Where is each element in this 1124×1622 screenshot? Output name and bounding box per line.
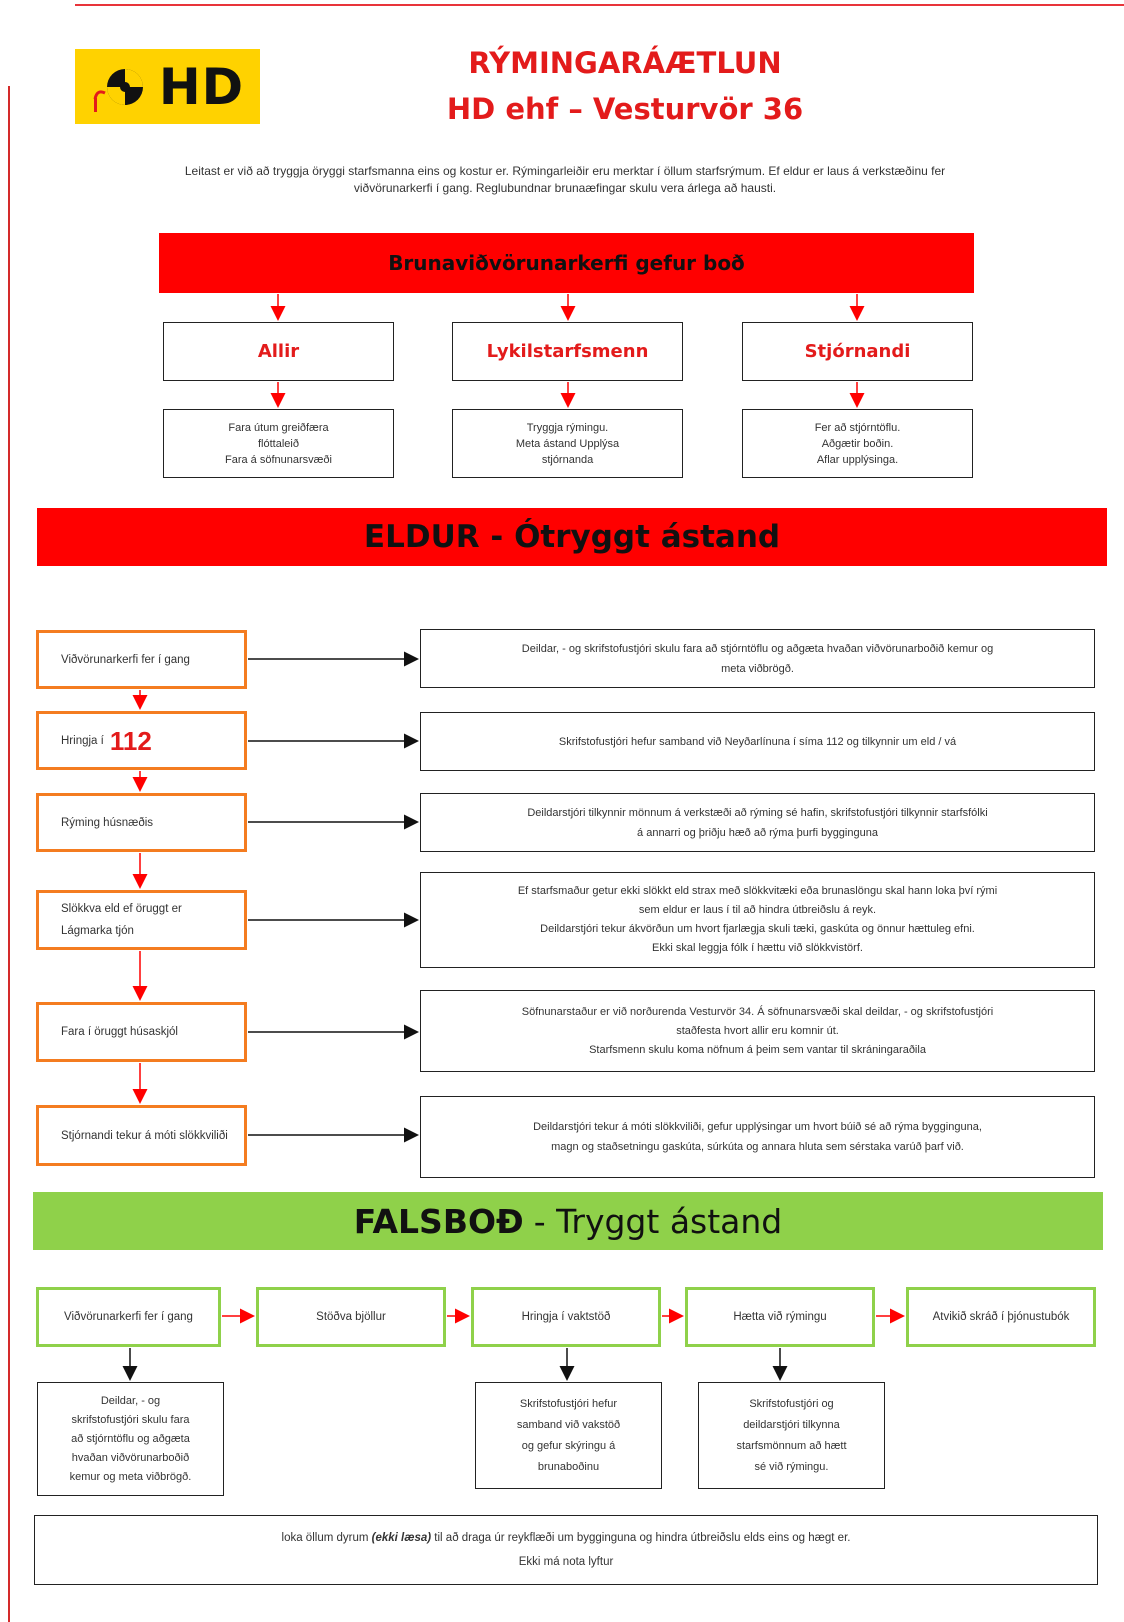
detail-line: Söfnunarstaður er við norðurenda Vesturv… (521, 1005, 994, 1018)
fire-step-label: Hringja í (61, 734, 104, 747)
task-line: Aðgætir boðin. (821, 437, 894, 450)
role-tasks-allir: Fara útum greiðfæra flóttaleið Fara á sö… (163, 409, 394, 478)
alarm-banner: Brunaviðvörunarkerfi gefur boð (159, 233, 974, 293)
logo-mark-icon (93, 68, 143, 112)
false-detail-1: Deildar, - og skrifstofustjóri skulu far… (37, 1382, 224, 1496)
fire-detail-6: Deildarstjóri tekur á móti slökkviliði, … (420, 1096, 1095, 1178)
detail-line: brunaboðinu (537, 1460, 600, 1473)
false-step-5: Atvikið skráð í þjónustubók (906, 1287, 1096, 1347)
task-line: Meta ástand Upplýsa (515, 437, 620, 450)
role-box-stjornandi: Stjórnandi (742, 322, 973, 381)
detail-line: Deildar, - og skrifstofustjóri skulu far… (521, 642, 994, 655)
false-step-2: Stöðva bjöllur (256, 1287, 446, 1347)
logo-text: HD (158, 57, 245, 116)
detail-line: magn og staðsetningu gaskúta, súrkúta og… (551, 1141, 964, 1153)
detail-line: á annarri og þriðju hæð að rýma þurfi by… (637, 826, 878, 839)
task-line: Fara á söfnunarsvæði (225, 453, 332, 466)
false-alarm-banner: FALSBOÐ - Tryggt ástand (33, 1192, 1103, 1250)
fire-step-6: Stjórnandi tekur á móti slökkviliði (36, 1105, 247, 1166)
detail-line: Ekki skal leggja fólk í hættu við slökkv… (652, 942, 863, 954)
fire-step-5: Fara í öruggt húsaskjól (36, 1002, 247, 1062)
detail-line: samband við vakstöð (516, 1418, 621, 1431)
false-step-1: Viðvörunarkerfi fer í gang (36, 1287, 221, 1347)
detail-line: og gefur skýringu á (521, 1439, 616, 1452)
fire-step-3: Rýming húsnæðis (36, 793, 247, 852)
role-tasks-stjornandi: Fer að stjórntöflu. Aðgætir boðin. Aflar… (742, 409, 973, 478)
left-rule (8, 86, 10, 1622)
fire-detail-5: Söfnunarstaður er við norðurenda Vesturv… (420, 990, 1095, 1072)
detail-line: Skrifstofustjóri og (749, 1397, 834, 1410)
fire-step-4: Slökkva eld ef öruggt er Lágmarka tjón (36, 890, 247, 950)
role-box-lykilstarfsmenn: Lykilstarfsmenn (452, 322, 683, 381)
detail-line: Starfsmenn skulu koma nöfnum á þeim sem … (589, 1043, 926, 1056)
detail-line: meta viðbrögð. (721, 662, 794, 675)
false-alarm-rest: - Tryggt ástand (533, 1201, 783, 1241)
false-step-4: Hætta við rýmingu (685, 1287, 875, 1347)
detail-line: að stjórntöflu og aðgæta (71, 1432, 190, 1445)
task-line: flóttaleið (258, 437, 299, 450)
detail-line: starfsmönnum að hætt (736, 1439, 847, 1452)
fire-detail-1: Deildar, - og skrifstofustjóri skulu far… (420, 629, 1095, 688)
task-line: Tryggja rýmingu. (526, 421, 609, 434)
role-tasks-lykilstarfsmenn: Tryggja rýmingu. Meta ástand Upplýsa stj… (452, 409, 683, 478)
detail-line: Deildarstjóri tilkynnir mönnum á verkstæ… (527, 806, 988, 819)
false-detail-2: Skrifstofustjóri hefur samband við vakst… (475, 1382, 662, 1489)
bottom-note-line1: loka öllum dyrum (ekki læsa) til að drag… (282, 1526, 851, 1550)
bottom-note-line2: Ekki má nota lyftur (518, 1556, 614, 1568)
company-logo: HD (75, 49, 260, 124)
detail-line: hvaðan viðvörunarboðið (71, 1451, 190, 1464)
detail-line: Ef starfsmaður getur ekki slökkt eld str… (517, 885, 998, 897)
detail-line: Deildarstjóri tekur á móti slökkviliði, … (533, 1121, 982, 1133)
page-title: RÝMINGARÁÆTLUN (468, 46, 782, 80)
detail-line: kemur og meta viðbrögð. (69, 1470, 192, 1483)
fire-detail-4: Ef starfsmaður getur ekki slökkt eld str… (420, 872, 1095, 968)
fire-detail-3: Deildarstjóri tilkynnir mönnum á verkstæ… (420, 793, 1095, 852)
bottom-note-emphasis: (ekki læsa) (371, 1532, 432, 1544)
bottom-note-a: loka öllum dyrum (281, 1532, 369, 1544)
bottom-note: loka öllum dyrum (ekki læsa) til að drag… (34, 1515, 1098, 1585)
bottom-note-b: til að draga úr reykflæði um bygginguna … (434, 1532, 851, 1544)
false-step-3: Hringja í vaktstöð (471, 1287, 661, 1347)
fire-step-1: Viðvörunarkerfi fer í gang (36, 630, 247, 689)
fire-step-2: Hringja í 112 (36, 711, 247, 770)
task-line: Aflar upplýsinga. (816, 453, 899, 466)
detail-line: Deildarstjóri tekur ákvörðun um hvort fj… (540, 923, 975, 935)
detail-line: deildarstjóri tilkynna (743, 1418, 840, 1431)
detail-line: Skrifstofustjóri hefur samband við Neyða… (558, 735, 957, 748)
detail-line: sem eldur er laus í til að hindra útbrei… (638, 904, 877, 916)
detail-line: skrifstofustjóri skulu fara (71, 1413, 190, 1426)
false-detail-3: Skrifstofustjóri og deildarstjóri tilkyn… (698, 1382, 885, 1489)
role-box-allir: Allir (163, 322, 394, 381)
fire-banner: ELDUR - Ótryggt ástand (37, 508, 1107, 566)
task-line: Fara útum greiðfæra (228, 421, 329, 434)
top-rule (75, 4, 1124, 6)
page-subtitle: HD ehf – Vesturvör 36 (446, 92, 804, 126)
task-line: stjórnanda (541, 453, 594, 466)
fire-detail-2: Skrifstofustjóri hefur samband við Neyða… (420, 712, 1095, 771)
emergency-number: 112 (109, 725, 152, 756)
detail-line: staðfesta hvort allir eru komnir út. (676, 1024, 839, 1037)
detail-line: Skrifstofustjóri hefur (519, 1397, 618, 1410)
detail-line: Deildar, - og (100, 1394, 161, 1407)
intro-text: Leitast er við að tryggja öryggi starfsm… (184, 164, 946, 195)
detail-line: sé við rýmingu. (754, 1460, 829, 1473)
false-alarm-bold: FALSBOÐ (353, 1201, 524, 1241)
task-line: Fer að stjórntöflu. (814, 421, 901, 434)
